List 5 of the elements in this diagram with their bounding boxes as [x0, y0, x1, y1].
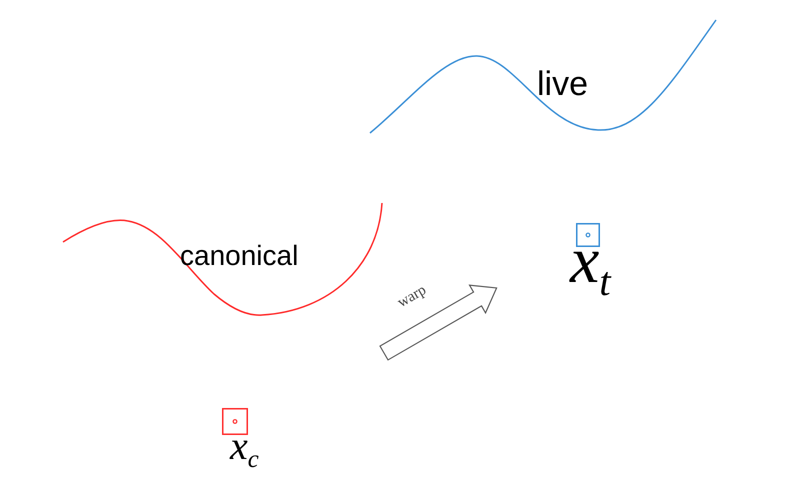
- curve-label: live: [537, 67, 588, 101]
- arrow-label: warp: [396, 283, 429, 311]
- point-symbol: x$_{t}$: [570, 251, 611, 306]
- curve-label: canonical: [180, 242, 298, 270]
- point-symbol: x$_{c}$: [230, 440, 259, 475]
